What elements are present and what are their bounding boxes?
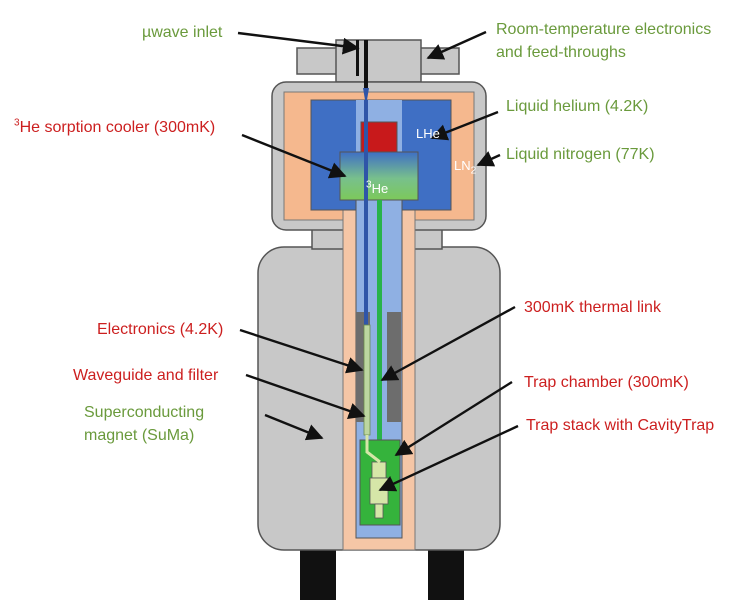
lhe-label: LHe xyxy=(416,126,440,141)
arrow-trap-chamber xyxy=(394,380,513,457)
label-trap-chamber: Trap chamber (300mK) xyxy=(524,374,689,391)
leg-left xyxy=(300,548,336,600)
arrow-electronics xyxy=(239,328,364,374)
label-trap-stack: Trap stack with CavityTrap xyxy=(526,417,715,434)
thermal-link xyxy=(377,200,382,440)
arrow-room-temp xyxy=(426,30,487,60)
trap-stack-top xyxy=(371,461,387,479)
label-room-temp-2: and feed-throughs xyxy=(496,44,626,61)
arrow-ln2 xyxy=(476,151,501,167)
label-liquid-nitrogen: Liquid nitrogen (77K) xyxy=(506,146,655,163)
label-he3-sup: 3 xyxy=(14,117,20,129)
label-thermal-link: 300mK thermal link xyxy=(524,299,661,316)
label-electronics: Electronics (4.2K) xyxy=(97,321,224,338)
label-room-temp-1: Room-temperature electronics xyxy=(496,21,712,38)
arrow-lhe xyxy=(430,110,499,141)
ln2-main: LN xyxy=(454,158,471,173)
label-waveguide: Waveguide and filter xyxy=(73,367,219,384)
he3-label: 3He xyxy=(366,179,389,196)
label-uwave-inlet: µwave inlet xyxy=(142,24,223,41)
electronics-plate-right xyxy=(387,312,401,422)
ln2-sub: 2 xyxy=(470,165,477,177)
label-he3-cooler: 3He sorption cooler (300mK) xyxy=(14,118,215,138)
label-he3-text: He sorption cooler (300mK) xyxy=(19,119,216,136)
arrows xyxy=(237,30,519,492)
he3-sup: 3 xyxy=(366,179,372,191)
trap-stack-body xyxy=(369,477,389,505)
uwave-taper xyxy=(363,88,369,100)
arrow-he3 xyxy=(241,133,347,179)
uwave-line-stub xyxy=(356,40,359,76)
arrow-uwave xyxy=(237,31,360,55)
arrow-suma xyxy=(264,413,324,441)
he3-main: He xyxy=(371,181,389,196)
arrow-trap-stack xyxy=(378,424,519,492)
label-suma-1: Superconducting xyxy=(84,404,205,421)
waveguide-lower xyxy=(363,324,371,436)
trap-stack-base xyxy=(374,503,384,519)
uwave-line-upper xyxy=(364,40,368,88)
arrow-thermal xyxy=(380,305,516,382)
leg-right xyxy=(428,548,464,600)
label-suma-2: magnet (SuMa) xyxy=(84,427,195,444)
arrow-waveguide xyxy=(245,373,366,419)
ln2-label: LN2 xyxy=(454,158,476,176)
waveguide-upper xyxy=(364,100,368,325)
waveguide-bend xyxy=(365,435,381,464)
he3-cooler xyxy=(339,151,419,201)
label-liquid-helium: Liquid helium (4.2K) xyxy=(506,98,649,115)
